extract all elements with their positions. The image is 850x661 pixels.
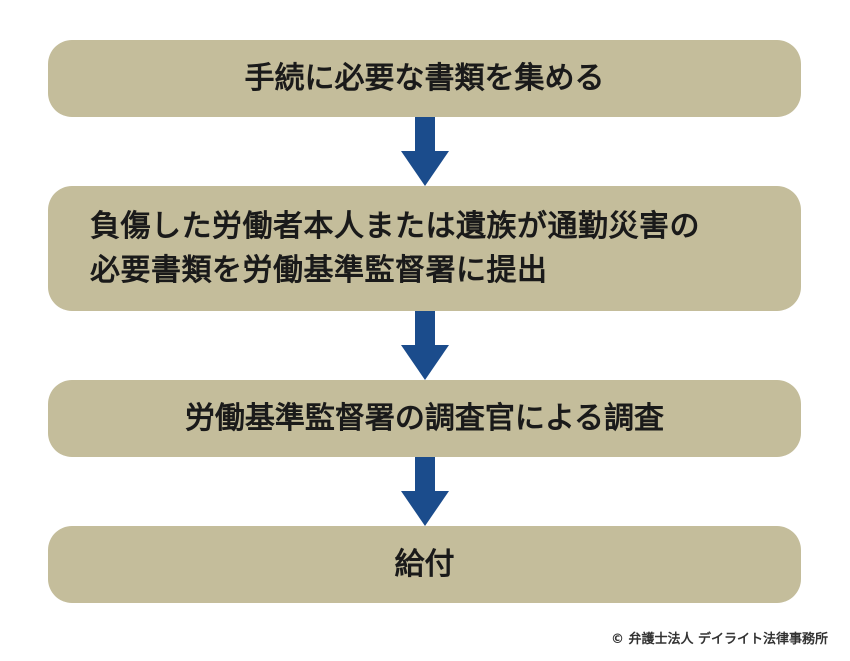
flow-step-1-label: 手続に必要な書類を集める — [244, 60, 605, 96]
flow-step-2-label-line-2: 必要書類を労働基準監督署に提出 — [90, 252, 548, 288]
flow-step-2: 負傷した労働者本人または遺族が通勤災害の 必要書類を労働基準監督署に提出 — [48, 186, 801, 311]
copyright-notice: © 弁護士法人 デイライト法律事務所 — [610, 632, 828, 647]
flow-step-1: 手続に必要な書類を集める — [48, 40, 801, 117]
flow-step-2-label-line-1: 負傷した労働者本人または遺族が通勤災害の — [90, 208, 700, 244]
down-arrow-icon — [401, 117, 449, 186]
down-arrow-icon — [401, 457, 449, 526]
flow-step-4-label: 給付 — [394, 546, 455, 582]
flow-step-4: 給付 — [48, 526, 801, 603]
down-arrow-icon — [401, 311, 449, 380]
flow-step-3: 労働基準監督署の調査官による調査 — [48, 380, 801, 457]
flow-step-3-label: 労働基準監督署の調査官による調査 — [184, 400, 665, 436]
